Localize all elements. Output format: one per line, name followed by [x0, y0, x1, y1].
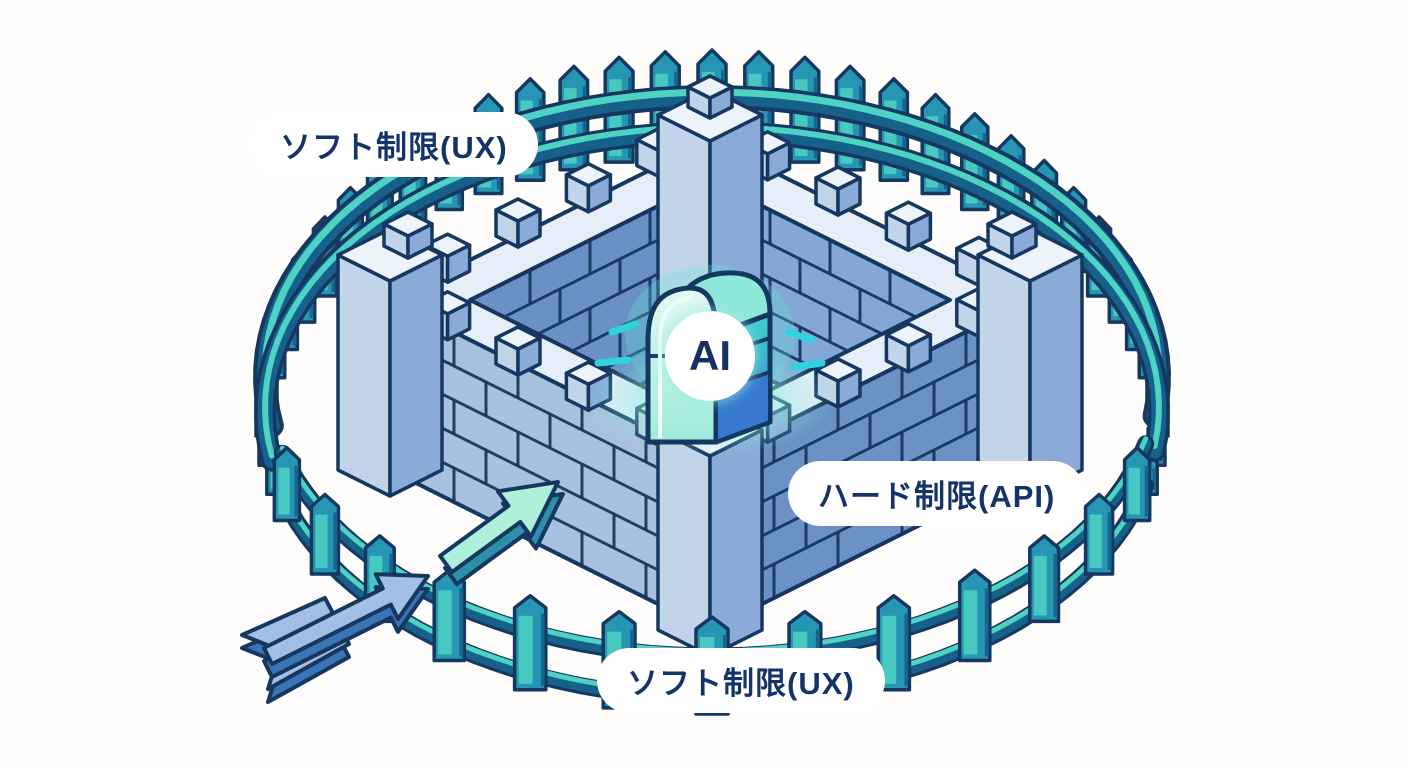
label-soft-limit-bottom: ソフト制限(UX) [597, 648, 885, 713]
ai-badge-text: AI [689, 332, 731, 379]
label-hard-limit: ハード制限(API) [788, 461, 1086, 526]
label-soft-limit-top-text: ソフト制限(UX) [280, 130, 508, 165]
label-soft-limit-bottom-text: ソフト制限(UX) [627, 666, 855, 701]
bypass-arrow [240, 480, 565, 704]
ai-badge: AI [665, 311, 755, 401]
label-soft-limit-top: ソフト制限(UX) [250, 112, 538, 177]
label-hard-limit-text: ハード制限(API) [818, 479, 1056, 514]
